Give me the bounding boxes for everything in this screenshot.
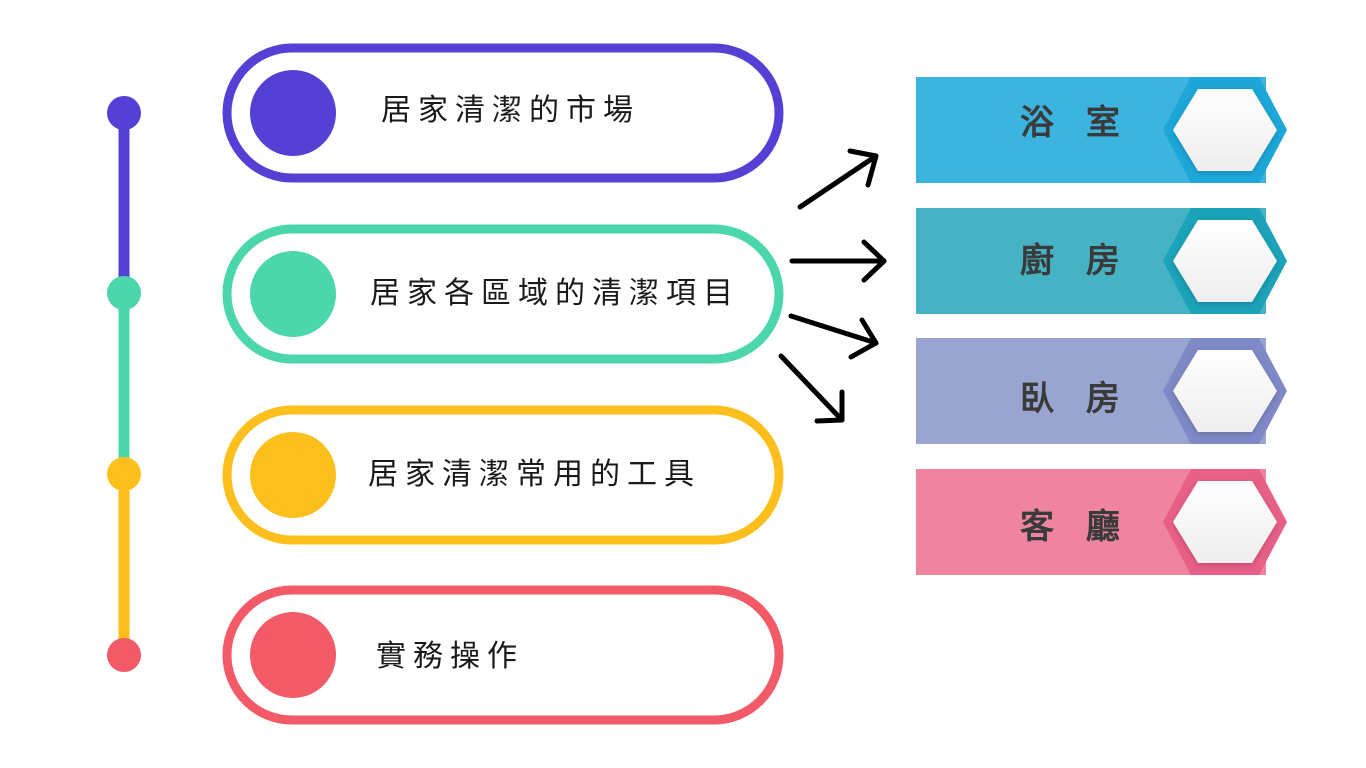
step-pill-3-outline — [222, 405, 784, 545]
step-label-1: 居家清潔的市場 — [381, 93, 640, 128]
step-pill-2 — [222, 224, 784, 364]
timeline-dot-1 — [107, 96, 141, 130]
step-pill-2-outline — [222, 224, 784, 364]
step-pill-1-outline — [222, 43, 784, 183]
step-pill-3-dot — [250, 432, 336, 518]
timeline-dot-2 — [107, 276, 141, 310]
arrow-to-kitchen-icon — [789, 239, 887, 283]
step-label-2: 居家各區域的清潔項目 — [370, 276, 740, 311]
room-bar-1 — [916, 77, 1287, 183]
room-label-living-room: 客 廳 — [1020, 507, 1130, 547]
room-bar-2-hex-inner-icon — [1173, 220, 1277, 302]
room-bar-3-hex-inner-icon — [1173, 350, 1277, 432]
step-pill-4-dot — [250, 612, 336, 698]
arrows — [778, 148, 887, 424]
step-pill-2-dot — [250, 251, 336, 337]
room-label-bedroom: 臥 房 — [1020, 379, 1130, 419]
room-label-kitchen: 廚 房 — [1020, 241, 1130, 281]
timeline-dot-4 — [107, 638, 141, 672]
step-pill-3 — [222, 405, 784, 545]
room-bar-4 — [916, 469, 1287, 575]
step-pill-1-dot — [250, 70, 336, 156]
room-bar-3 — [916, 338, 1287, 444]
room-label-bathroom: 浴 室 — [1020, 103, 1130, 143]
timeline — [107, 96, 141, 672]
step-pill-4 — [222, 585, 784, 725]
step-pill-4-outline — [222, 585, 784, 725]
room-bar-1-hex-inner-icon — [1173, 89, 1277, 171]
room-bar-2 — [916, 208, 1287, 314]
step-label-3: 居家清潔常用的工具 — [368, 457, 701, 492]
timeline-dot-3 — [107, 457, 141, 491]
arrow-to-bathroom-icon — [797, 148, 879, 210]
step-pill-1 — [222, 43, 784, 183]
arrow-to-living-room-icon — [778, 353, 845, 424]
room-bar-4-hex-inner-icon — [1173, 481, 1277, 563]
step-label-4: 實務操作 — [376, 639, 524, 674]
arrow-to-bedroom-icon — [788, 313, 879, 360]
